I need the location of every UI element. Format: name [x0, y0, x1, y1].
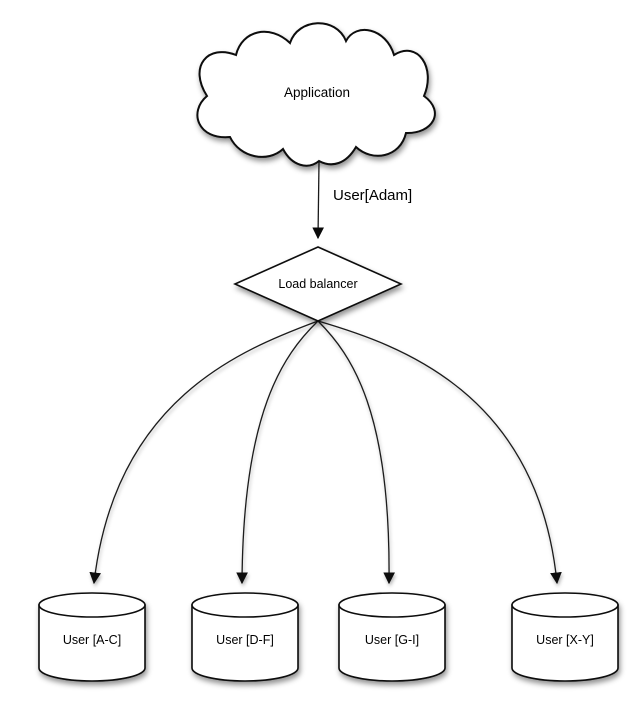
application-cloud-node: Application	[196, 22, 436, 167]
edge-app-to-lb-line	[312, 161, 324, 240]
edge-lb-to-shard-g-i	[317, 320, 395, 585]
shard-node-g-i: User [G-I]	[338, 592, 446, 682]
shard-label-x-y: User [X-Y]	[536, 633, 594, 647]
cylinder-top	[38, 592, 146, 618]
shard-node-d-f: User [D-F]	[191, 592, 299, 682]
cylinder-body	[338, 604, 446, 682]
edges-lb-to-shards	[89, 320, 562, 585]
cylinder-top	[191, 592, 299, 618]
edge-lb-to-shard-d-f	[236, 320, 319, 585]
edge-app-to-lb-label: User[Adam]	[333, 187, 412, 204]
shard-node-a-c: User [A-C]	[38, 592, 146, 682]
load-balancer-label: Load balancer	[278, 277, 357, 291]
shard-label-g-i: User [G-I]	[365, 633, 419, 647]
edge-app-to-lb: User[Adam]	[312, 161, 412, 240]
edge-lb-to-shard-x-y	[317, 320, 562, 585]
shard-label-d-f: User [D-F]	[216, 633, 274, 647]
cylinder-body	[511, 604, 619, 682]
diamond-shape	[233, 246, 403, 322]
shard-node-x-y: User [X-Y]	[511, 592, 619, 682]
cylinder-top	[511, 592, 619, 618]
load-balancer-node: Load balancer	[233, 246, 403, 322]
cylinder-top	[338, 592, 446, 618]
edge-lb-to-shard-a-c	[89, 320, 319, 585]
cloud-shape	[196, 22, 436, 167]
cylinder-body	[38, 604, 146, 682]
application-label: Application	[284, 85, 350, 100]
shard-label-a-c: User [A-C]	[63, 633, 121, 647]
cylinder-body	[191, 604, 299, 682]
